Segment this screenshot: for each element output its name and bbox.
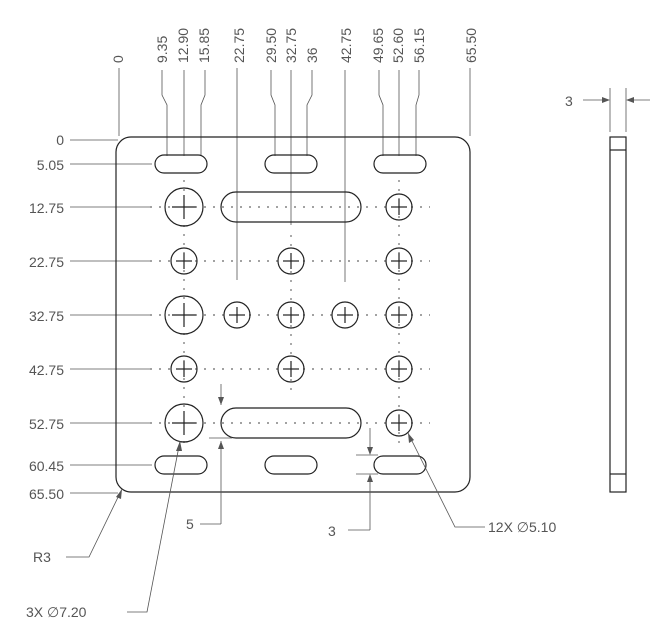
side-thickness-dimension <box>583 88 650 132</box>
plate-outline <box>115 136 471 493</box>
x-dim-36: 36 <box>304 47 320 63</box>
vertical-dimension-labels: 0 5.05 12.75 22.75 32.75 42.75 52.75 60.… <box>29 132 64 502</box>
slot-bottom-middle <box>264 455 318 475</box>
x-dim-9-35: 9.35 <box>154 36 170 63</box>
small-hole <box>170 355 198 383</box>
vertical-extension-lines <box>70 139 152 494</box>
y-dim-5-05: 5.05 <box>37 157 64 173</box>
x-dim-65-50: 65.50 <box>463 28 479 63</box>
slot-offset-dimension <box>200 384 232 525</box>
slot-bottom-left <box>154 455 208 475</box>
x-dim-12-90: 12.90 <box>175 28 191 63</box>
side-thickness-label: 3 <box>565 93 573 109</box>
x-dim-32-75: 32.75 <box>283 28 299 63</box>
slot-gap-dimension <box>348 428 378 531</box>
x-dim-52-60: 52.60 <box>390 28 406 63</box>
long-slot-upper <box>220 191 362 223</box>
slot-gap-label: 3 <box>328 523 336 539</box>
slots <box>154 154 427 475</box>
small-hole <box>385 409 413 437</box>
small-hole-callout: 12X ∅5.10 <box>488 519 556 535</box>
x-dim-56-15: 56.15 <box>411 28 427 63</box>
small-hole-leader <box>407 432 485 528</box>
y-dim-12-75: 12.75 <box>29 200 64 216</box>
small-holes <box>170 193 413 437</box>
large-hole-callout: 3X ∅7.20 <box>26 604 87 620</box>
small-hole <box>331 301 359 329</box>
y-dim-65-50: 65.50 <box>29 486 64 502</box>
y-dim-60-45: 60.45 <box>29 458 64 474</box>
small-hole <box>277 355 305 383</box>
large-hole <box>164 295 204 335</box>
slot-top-middle <box>264 154 318 174</box>
x-dim-0: 0 <box>110 55 126 63</box>
y-dim-52-75: 52.75 <box>29 416 64 432</box>
long-slot-lower <box>220 407 362 439</box>
x-dim-15-85: 15.85 <box>196 28 212 63</box>
small-hole <box>385 355 413 383</box>
corner-radius-leader <box>66 488 123 558</box>
horizontal-extension-lines <box>118 68 471 282</box>
x-dim-49-65: 49.65 <box>370 28 386 63</box>
corner-radius-callout: R3 <box>33 549 51 565</box>
small-hole <box>223 301 251 329</box>
small-hole <box>385 247 413 275</box>
small-hole <box>385 301 413 329</box>
small-hole <box>170 247 198 275</box>
large-hole <box>164 187 204 227</box>
small-hole <box>277 247 305 275</box>
large-hole-leader <box>127 440 182 613</box>
x-dim-29-50: 29.50 <box>263 28 279 63</box>
slot-top-left <box>154 154 208 174</box>
y-dim-42-75: 42.75 <box>29 362 64 378</box>
side-view <box>609 136 627 493</box>
large-holes <box>164 187 204 443</box>
slot-offset-label: 5 <box>186 516 194 532</box>
small-hole <box>277 301 305 329</box>
slot-top-right <box>373 154 427 174</box>
slot-bottom-right <box>373 455 427 475</box>
x-dim-42-75: 42.75 <box>338 28 354 63</box>
large-hole <box>164 403 204 443</box>
y-dim-0: 0 <box>56 132 64 148</box>
x-dim-22-75: 22.75 <box>231 28 247 63</box>
horizontal-dimension-labels: 0 9.35 12.90 15.85 22.75 29.50 32.75 36 … <box>110 28 479 63</box>
small-hole <box>385 193 413 221</box>
y-dim-32-75: 32.75 <box>29 308 64 324</box>
y-dim-22-75: 22.75 <box>29 254 64 270</box>
